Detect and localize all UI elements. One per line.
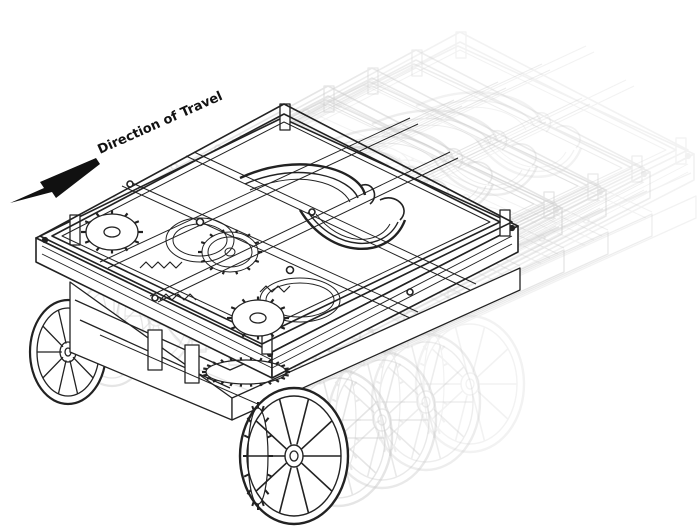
- front-wheel: [240, 388, 348, 524]
- chassis-frame: [36, 104, 520, 420]
- ghost-front-wheel: [416, 316, 524, 452]
